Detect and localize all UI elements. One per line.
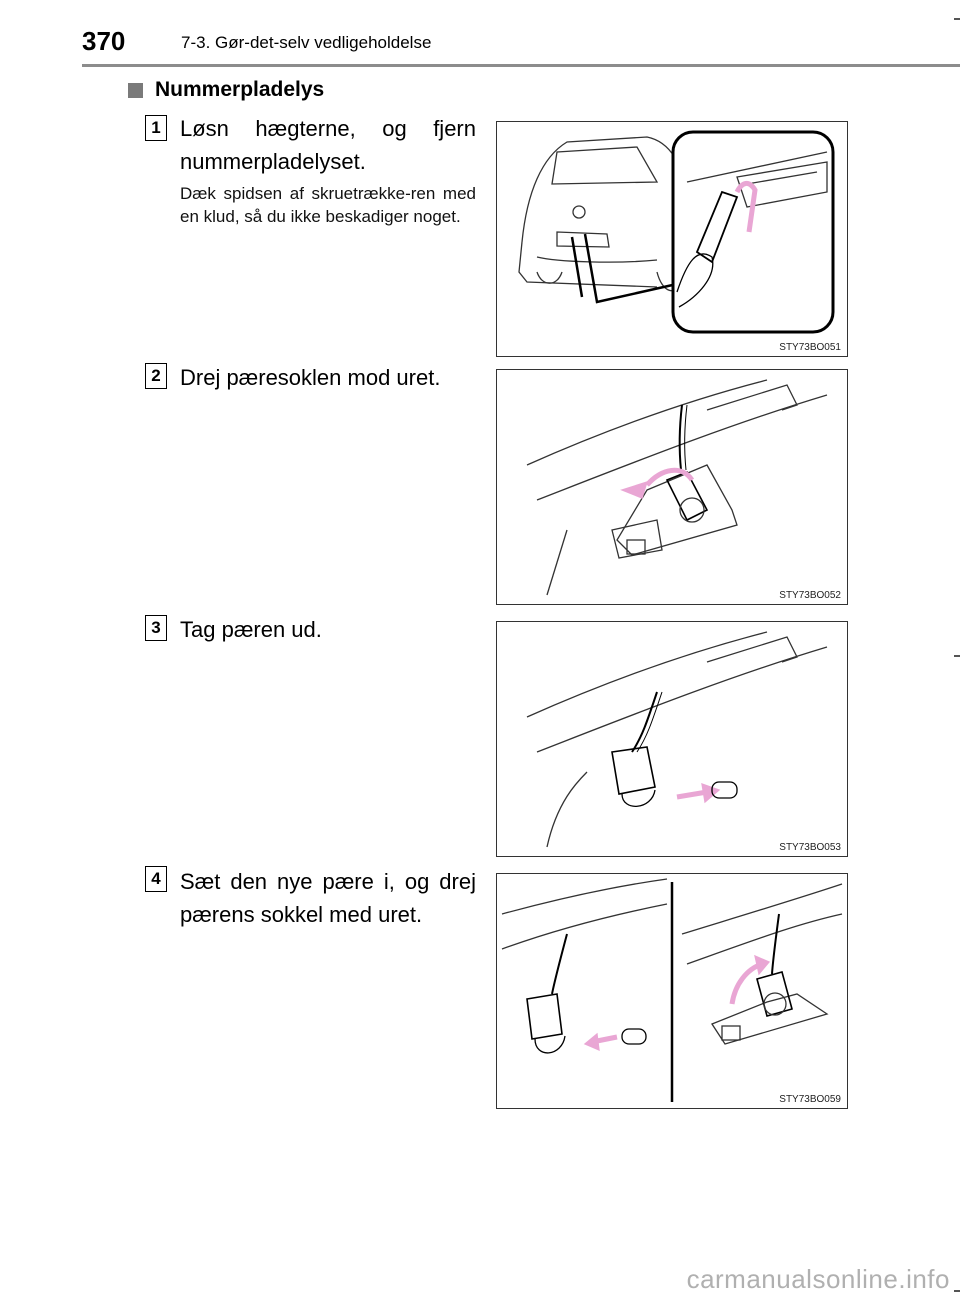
figure-turn-socket-counterclockwise: STY73BO052 <box>496 369 848 605</box>
figure-code: STY73BO052 <box>779 590 841 601</box>
figure-code: STY73BO059 <box>779 1094 841 1105</box>
step-number-badge: 1 <box>145 115 167 141</box>
step-instruction: Tag pæren ud. <box>180 617 322 642</box>
page-number: 370 <box>82 26 126 56</box>
figure-remove-license-light: STY73BO051 <box>496 121 848 357</box>
crop-mark <box>954 1290 960 1292</box>
figure-insert-new-bulb: STY73BO059 <box>496 873 848 1109</box>
watermark: carmanualsonline.info <box>686 1264 950 1294</box>
header-divider <box>82 64 960 67</box>
step-instruction: Løsn hægterne, og fjern nummerpladelyset… <box>180 116 476 174</box>
figure-code: STY73BO051 <box>779 342 841 353</box>
section-heading: Nummerpladelys <box>128 78 324 102</box>
step-instruction: Sæt den nye pære i, og drej pærens sokke… <box>180 869 476 927</box>
crop-mark <box>954 18 960 20</box>
crop-mark <box>954 655 960 657</box>
square-bullet-icon <box>128 82 143 98</box>
chapter-title: 7-3. Gør-det-selv vedligeholdelse <box>181 33 432 52</box>
section-title: Nummerpladelys <box>155 78 325 101</box>
figure-code: STY73BO053 <box>779 842 841 853</box>
step-note: Dæk spidsen af skruetrække-ren med en kl… <box>180 184 476 226</box>
figure-remove-bulb: STY73BO053 <box>496 621 848 857</box>
step-number-badge: 2 <box>145 363 167 389</box>
step-instruction: Drej pæresoklen mod uret. <box>180 365 441 390</box>
step-number-badge: 4 <box>145 866 167 892</box>
step-number-badge: 3 <box>145 615 167 641</box>
